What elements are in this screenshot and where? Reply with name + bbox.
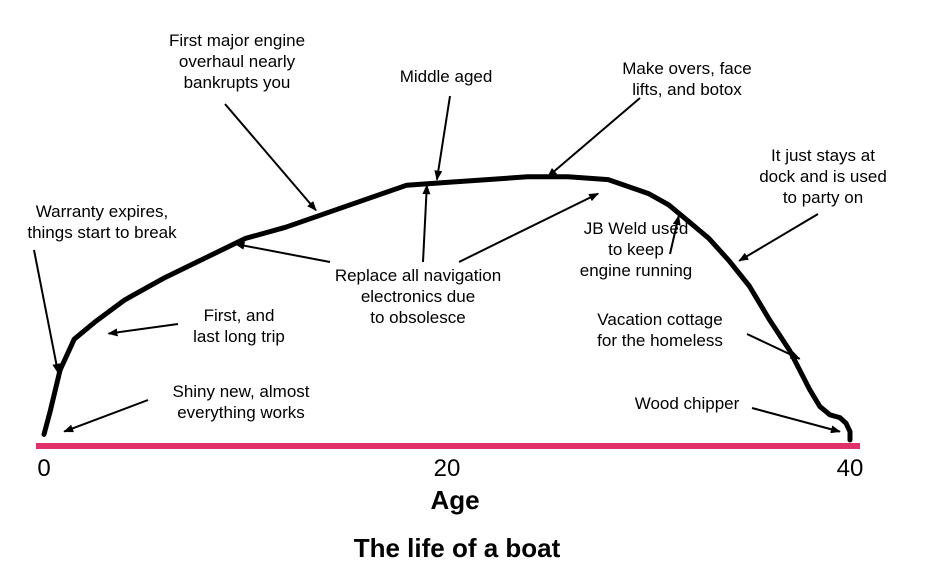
annotation-line: electronics due [361,287,475,306]
annotation-text: It just stays at dock and is used to party… [759,146,887,207]
annotation-line: It just stays at [771,146,875,165]
annotation-arrow [234,241,331,263]
annotation-arrow [422,184,431,263]
annotation-line: JB Weld used [584,219,689,238]
annotation: JB Weld used to keep engine running [580,215,692,280]
annotation: Shiny new, almost everything works [63,382,310,433]
annotation-arrow [746,333,801,360]
annotation-text: Make overs, face lifts, and botox [622,59,751,99]
annotation-text: Vacation cottage for the homeless [597,310,723,350]
annotation: Wood chipper [635,394,841,434]
annotation: First, and last long trip [107,306,285,346]
annotation-text: Middle aged [400,67,493,86]
annotation-line: for the homeless [597,331,723,350]
x-axis-label: Age [430,485,479,515]
annotation-arrow [224,103,317,212]
annotation-line: dock and is used [759,167,887,186]
annotation-text: Replace all navigation electronics due to … [335,266,501,327]
annotation-text: JB Weld used to keep engine running [580,219,692,280]
annotation-line: to obsolesce [370,308,465,327]
annotation-line: lifts, and botox [632,80,742,99]
annotation-line: to keep [608,240,664,259]
annotation-text: Shiny new, almost everything works [172,382,309,422]
annotation-line: engine running [580,261,692,280]
annotation: Vacation cottage for the homeless [597,310,801,360]
annotation-arrow [63,399,149,433]
annotation-arrow [751,407,841,434]
boat-life-curve [41,174,853,443]
annotation-line: First, and [204,306,275,325]
annotation-line: to party on [783,188,863,207]
annotation-line: overhaul nearly [179,52,296,71]
annotation-line: Warranty expires, [36,202,169,221]
annotation-text: Wood chipper [635,394,740,413]
x-tick-label: 40 [837,455,864,482]
annotation-line: Vacation cottage [597,310,722,329]
annotation: It just stays at dock and is used to party… [738,146,887,262]
annotation-arrow [107,323,179,337]
annotation-line: First major engine [169,31,305,50]
annotation-arrow [546,97,641,178]
annotation-line: Replace all navigation [335,266,501,285]
annotation-line: everything works [177,403,305,422]
annotation: First major engine overhaul nearly bankrup… [169,31,317,212]
annotation: Warranty expires, things start to break [27,202,177,374]
annotation-line: bankrupts you [184,73,291,92]
annotation: Middle aged [400,67,493,181]
chart-title: The life of a boat [354,533,561,563]
annotation-line: Shiny new, almost [172,382,309,401]
annotation-text: First, and last long trip [193,306,285,346]
annotation-line: Wood chipper [635,394,740,413]
annotation-line: last long trip [193,327,285,346]
annotation-arrow [33,249,61,374]
annotation: Make overs, face lifts, and botox [546,59,752,178]
annotation-line: Middle aged [400,67,493,86]
annotation-arrow [458,192,600,263]
annotation-arrow [669,215,681,255]
annotation-line: things start to break [27,223,177,242]
annotation-text: Warranty expires, things start to break [27,202,177,242]
x-tick-label: 0 [37,455,50,482]
annotation: Replace all navigation electronics due to … [234,184,600,327]
annotation-text: First major engine overhaul nearly bankrup… [169,31,305,92]
annotation-arrow [738,213,819,262]
annotation-line: Make overs, face [622,59,751,78]
annotation-arrow [434,95,451,181]
x-tick-label: 20 [434,455,461,482]
